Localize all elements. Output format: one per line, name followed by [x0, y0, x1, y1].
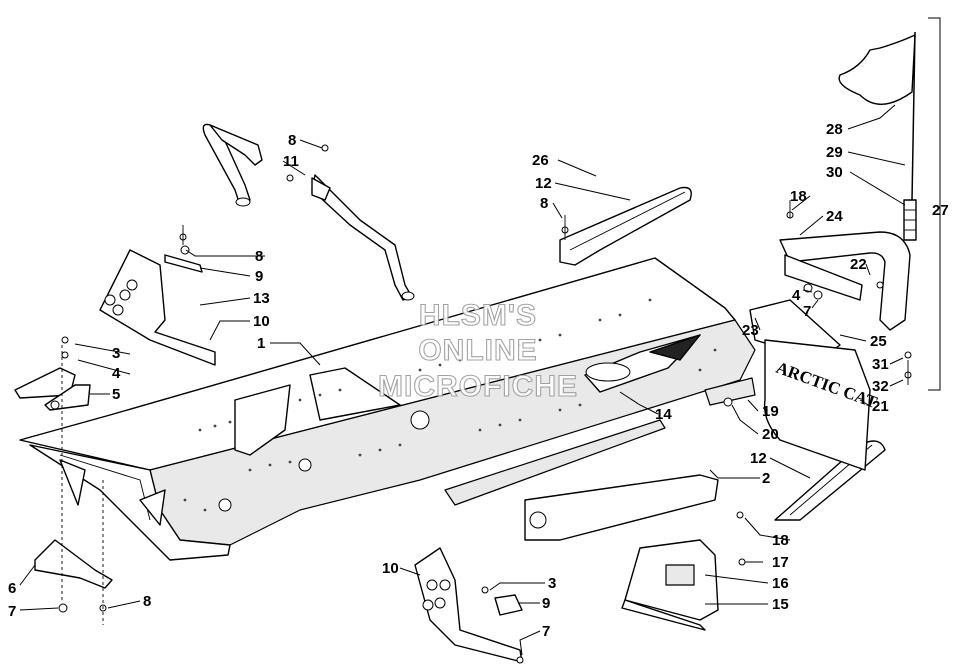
callout-18-bottom: 18 [772, 532, 789, 549]
reflector [704, 377, 756, 406]
watermark: HLSM'S ONLINE MICROFICHE [377, 298, 578, 403]
callout-23: 23 [742, 322, 759, 339]
callout-20: 20 [762, 426, 779, 443]
suspension-bracket [524, 474, 719, 541]
callout-21: 21 [872, 398, 889, 415]
callout-18-top: 18 [790, 188, 807, 205]
handle-bar-part [202, 123, 415, 301]
callout-26: 26 [532, 152, 549, 169]
callout-8-left: 8 [255, 248, 263, 265]
callout-32: 32 [872, 378, 889, 395]
callout-4-right: 4 [792, 287, 801, 304]
callout-11: 11 [283, 153, 299, 170]
left-bracket [99, 249, 216, 366]
callout-10-bottom: 10 [382, 560, 399, 577]
callout-29: 29 [826, 144, 843, 161]
lower-bracket [414, 547, 523, 663]
callout-9-left: 9 [255, 268, 263, 285]
callout-8-rail: 8 [540, 195, 548, 212]
callout-7-left: 7 [8, 603, 16, 620]
flag-pole [838, 31, 917, 241]
rail-top [559, 186, 692, 266]
callout-7-right: 7 [803, 303, 811, 320]
leader-lines [19, 17, 941, 656]
callout-19: 19 [762, 403, 779, 420]
snow-flap: ARCTIC CAT [763, 339, 880, 471]
callout-3-left: 3 [112, 345, 120, 362]
callout-10-left: 10 [253, 313, 270, 330]
callout-3-bottom: 3 [548, 575, 556, 592]
callouts: 1 2 3 3 4 4 5 6 7 7 7 8 8 8 8 9 9 10 10 … [8, 121, 949, 640]
callout-17: 17 [772, 554, 789, 571]
callout-27: 27 [932, 202, 949, 219]
callout-28: 28 [826, 121, 843, 138]
callout-6: 6 [8, 580, 16, 597]
callout-24: 24 [826, 208, 843, 225]
callout-25: 25 [870, 333, 887, 350]
callout-16: 16 [772, 575, 789, 592]
callout-9-bottom: 9 [542, 595, 550, 612]
frame-tunnel [19, 257, 756, 561]
callout-4-left: 4 [112, 365, 121, 382]
callout-7-bottom: 7 [542, 623, 550, 640]
fasteners [58, 144, 912, 664]
callout-15: 15 [772, 596, 789, 613]
callout-13: 13 [253, 290, 270, 307]
callout-22: 22 [850, 256, 867, 273]
watermark-line-1: HLSM'S [419, 299, 537, 332]
callout-12-right: 12 [750, 450, 767, 467]
callout-12-top: 12 [535, 175, 552, 192]
callout-8-top: 8 [288, 132, 296, 149]
callout-14: 14 [655, 406, 672, 423]
watermark-line-2: ONLINE [418, 334, 537, 367]
callout-2: 2 [762, 470, 770, 487]
callout-5: 5 [112, 386, 120, 403]
small-brackets [14, 367, 113, 589]
callout-31: 31 [872, 356, 889, 373]
watermark-line-3: MICROFICHE [378, 370, 578, 403]
callout-30: 30 [826, 164, 843, 181]
heat-shield [621, 539, 719, 631]
callout-8-bottom: 8 [143, 593, 151, 610]
callout-1: 1 [257, 335, 265, 352]
